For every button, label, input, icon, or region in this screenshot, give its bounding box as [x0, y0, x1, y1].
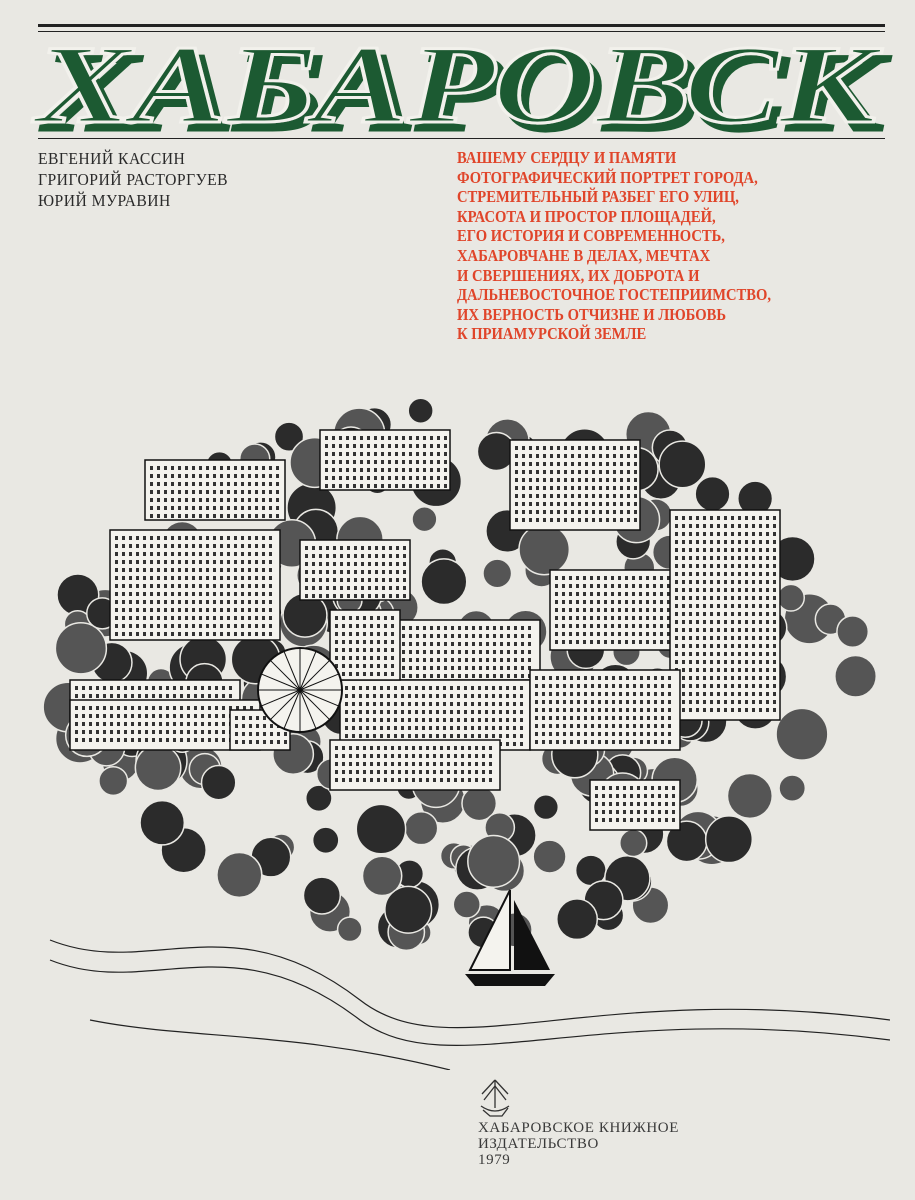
building	[339, 679, 531, 751]
building	[549, 569, 691, 651]
top-rule-thick	[38, 24, 885, 27]
tree	[355, 803, 407, 855]
tree	[273, 421, 305, 453]
tree	[403, 810, 439, 846]
dedication-line: ДАЛЬНЕВОСТОЧНОЕ ГОСТЕПРИИМСТВО,	[457, 285, 772, 305]
building	[319, 429, 451, 491]
tree	[134, 744, 182, 792]
book-title: ХАБАРОВСК	[31, 22, 884, 149]
tree	[407, 397, 434, 424]
title-bottom-rule	[38, 138, 885, 139]
buildings	[69, 429, 781, 831]
tree	[778, 774, 807, 803]
dedication-line: ХАБАРОВЧАНЕ В ДЕЛАХ, МЕЧТАХ	[457, 245, 711, 265]
tree	[556, 898, 599, 941]
publisher-name: ХАБАРОВСКОЕ КНИЖНОЕ	[478, 1120, 679, 1136]
tree	[200, 764, 237, 801]
tree	[658, 440, 707, 489]
building	[329, 739, 501, 791]
ferris-wheel	[257, 647, 343, 733]
tree	[336, 916, 363, 943]
author-name: ЮРИЙ МУРАВИН	[38, 191, 171, 210]
tree	[482, 558, 513, 589]
authors-list: ЕВГЕНИЙ КАССИН ГРИГОРИЙ РАСТОРГУЕВ ЮРИЙ …	[38, 148, 228, 211]
dedication-line: ВАШЕМУ СЕРДЦУ И ПАМЯТИ	[457, 148, 677, 167]
sailboat	[465, 889, 555, 986]
tree	[467, 834, 521, 888]
tree	[420, 558, 468, 606]
tree	[775, 707, 829, 761]
building	[509, 439, 641, 531]
tree	[304, 784, 333, 813]
tree	[532, 793, 560, 821]
tree	[54, 622, 108, 675]
dedication-line: КРАСОТА И ПРОСТОР ПЛОЩАДЕЙ,	[457, 206, 716, 226]
publisher-logo-icon	[480, 1079, 510, 1117]
building	[329, 609, 401, 681]
author-name: ЕВГЕНИЙ КАССИН	[38, 149, 186, 168]
building	[529, 669, 681, 751]
building	[144, 459, 286, 521]
title-text: ХАБАРОВСК	[32, 23, 882, 147]
dedication-line: ИХ ВЕРНОСТЬ ОТЧИЗНЕ И ЛЮБОВЬ	[457, 304, 727, 324]
city-illustration	[42, 397, 890, 1070]
dedication-line: И СВЕРШЕНИЯХ, ИХ ДОБРОТА И	[457, 265, 700, 285]
dedication-line: СТРЕМИТЕЛЬНЫЙ РАЗБЕГ ЕГО УЛИЦ,	[457, 187, 739, 207]
tree	[139, 799, 186, 846]
tree	[411, 506, 438, 533]
tree	[532, 839, 567, 874]
dedication-line: ФОТОГРАФИЧЕСКИЙ ПОРТРЕТ ГОРОДА,	[457, 167, 758, 187]
dedication-line: ЕГО ИСТОРИЯ И СОВРЕМЕННОСТЬ,	[457, 226, 725, 246]
author-name: ГРИГОРИЙ РАСТОРГУЕВ	[38, 170, 229, 189]
river-waves	[49, 939, 890, 1070]
tree	[836, 615, 870, 649]
tree	[834, 654, 878, 698]
building	[299, 539, 411, 601]
tree	[384, 885, 433, 934]
building	[669, 509, 781, 721]
top-rule-thin	[38, 31, 885, 32]
publisher-info: ХАБАРОВСКОЕ КНИЖНОЕ ИЗДАТЕЛЬСТВО 1979	[478, 1120, 679, 1168]
publication-year: 1979	[478, 1152, 511, 1168]
tree	[776, 583, 806, 612]
tree	[619, 828, 648, 858]
tree	[361, 855, 403, 897]
tree	[216, 851, 263, 899]
dedication-text: ВАШЕМУ СЕРДЦУ И ПАМЯТИ ФОТОГРАФИЧЕСКИЙ П…	[457, 148, 771, 344]
tree	[311, 826, 340, 855]
tree	[694, 475, 731, 513]
building	[589, 779, 681, 831]
dedication-line: К ПРИАМУРСКОЙ ЗЕМЛЕ	[457, 324, 647, 344]
tree	[452, 890, 481, 919]
building	[389, 619, 541, 681]
publisher-name: ИЗДАТЕЛЬСТВО	[478, 1136, 599, 1152]
tree	[704, 815, 754, 864]
building	[109, 529, 281, 641]
tree	[302, 876, 342, 915]
tree	[98, 765, 129, 797]
tree	[726, 772, 774, 820]
tree	[518, 523, 571, 576]
